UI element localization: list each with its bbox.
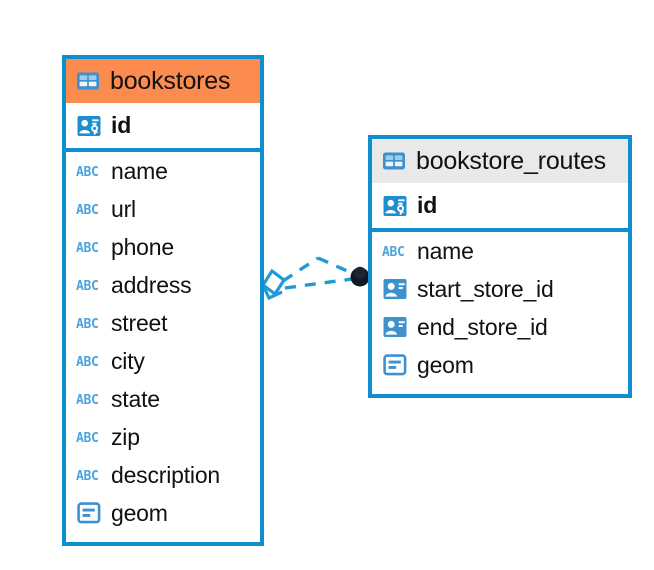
field-label: id — [417, 192, 438, 218]
field-row[interactable]: ABC address — [66, 266, 260, 304]
entity-header-bookstores[interactable]: bookstores — [66, 59, 260, 103]
text-abc-icon: ABC — [76, 165, 99, 180]
entity-title: bookstores — [110, 66, 231, 95]
field-label: name — [417, 237, 474, 264]
field-label: address — [111, 271, 192, 298]
field-label: start_store_id — [417, 275, 554, 302]
svg-text:ABC: ABC — [76, 203, 98, 218]
relationship-line-upper-right — [317, 256, 355, 276]
entity-table-bookstore-routes[interactable]: bookstore_routes id ABC name start_store_i… — [368, 135, 632, 398]
field-row[interactable]: ABC street — [66, 304, 260, 342]
geometry-icon — [77, 502, 101, 524]
entity-header-bookstore-routes[interactable]: bookstore_routes — [372, 139, 628, 183]
svg-text:ABC: ABC — [76, 279, 98, 294]
primary-key-divider — [372, 228, 628, 232]
relationship-line-upper-left — [282, 256, 319, 283]
field-row-primary-key[interactable]: id — [372, 183, 628, 228]
field-label: city — [111, 347, 145, 374]
svg-text:ABC: ABC — [76, 393, 98, 408]
field-label: end_store_id — [417, 313, 548, 340]
primary-key-icon — [77, 115, 101, 136]
diamond-open-marker — [260, 268, 287, 301]
field-label: name — [111, 157, 168, 184]
foreign-key-icon — [383, 279, 407, 299]
text-abc-icon: ABC — [76, 393, 99, 408]
field-row[interactable]: start_store_id — [372, 270, 628, 308]
field-row-primary-key[interactable]: id — [66, 103, 260, 148]
field-label: phone — [111, 233, 174, 260]
svg-text:ABC: ABC — [76, 165, 98, 180]
field-label: street — [111, 309, 168, 336]
text-abc-icon: ABC — [76, 241, 99, 256]
foreign-key-icon — [383, 317, 407, 337]
filled-circle-marker — [350, 267, 370, 287]
field-label: zip — [111, 423, 140, 450]
field-label: id — [111, 112, 132, 138]
field-label: description — [111, 461, 221, 488]
field-label: url — [111, 195, 136, 222]
field-label: state — [111, 385, 160, 412]
text-abc-icon: ABC — [76, 431, 99, 446]
field-row[interactable]: ABC name — [66, 152, 260, 190]
field-row[interactable]: geom — [372, 346, 628, 384]
table-icon — [77, 72, 99, 90]
svg-text:ABC: ABC — [76, 241, 98, 256]
svg-text:ABC: ABC — [382, 245, 404, 260]
relationship-line-lower — [284, 277, 353, 290]
field-row[interactable]: ABC name — [372, 232, 628, 270]
text-abc-icon: ABC — [76, 317, 99, 332]
field-row[interactable]: ABC zip — [66, 418, 260, 456]
table-icon — [383, 152, 405, 170]
field-row[interactable]: ABC city — [66, 342, 260, 380]
field-label: geom — [417, 351, 474, 378]
field-label: geom — [111, 499, 168, 526]
primary-key-divider — [66, 148, 260, 152]
field-row[interactable]: ABC description — [66, 456, 260, 494]
text-abc-icon: ABC — [382, 245, 405, 260]
svg-text:ABC: ABC — [76, 469, 98, 484]
text-abc-icon: ABC — [76, 203, 99, 218]
geometry-icon — [383, 354, 407, 376]
filled-circle-marker-highlight — [353, 266, 367, 280]
field-row[interactable]: ABC state — [66, 380, 260, 418]
field-row[interactable]: geom — [66, 494, 260, 532]
text-abc-icon: ABC — [76, 279, 99, 294]
field-row[interactable]: end_store_id — [372, 308, 628, 346]
entity-title: bookstore_routes — [416, 146, 606, 175]
svg-text:ABC: ABC — [76, 317, 98, 332]
text-abc-icon: ABC — [76, 355, 99, 370]
svg-text:ABC: ABC — [76, 355, 98, 370]
svg-text:ABC: ABC — [76, 431, 98, 446]
field-row[interactable]: ABC url — [66, 190, 260, 228]
text-abc-icon: ABC — [76, 469, 99, 484]
primary-key-icon — [383, 195, 407, 216]
field-row[interactable]: ABC phone — [66, 228, 260, 266]
